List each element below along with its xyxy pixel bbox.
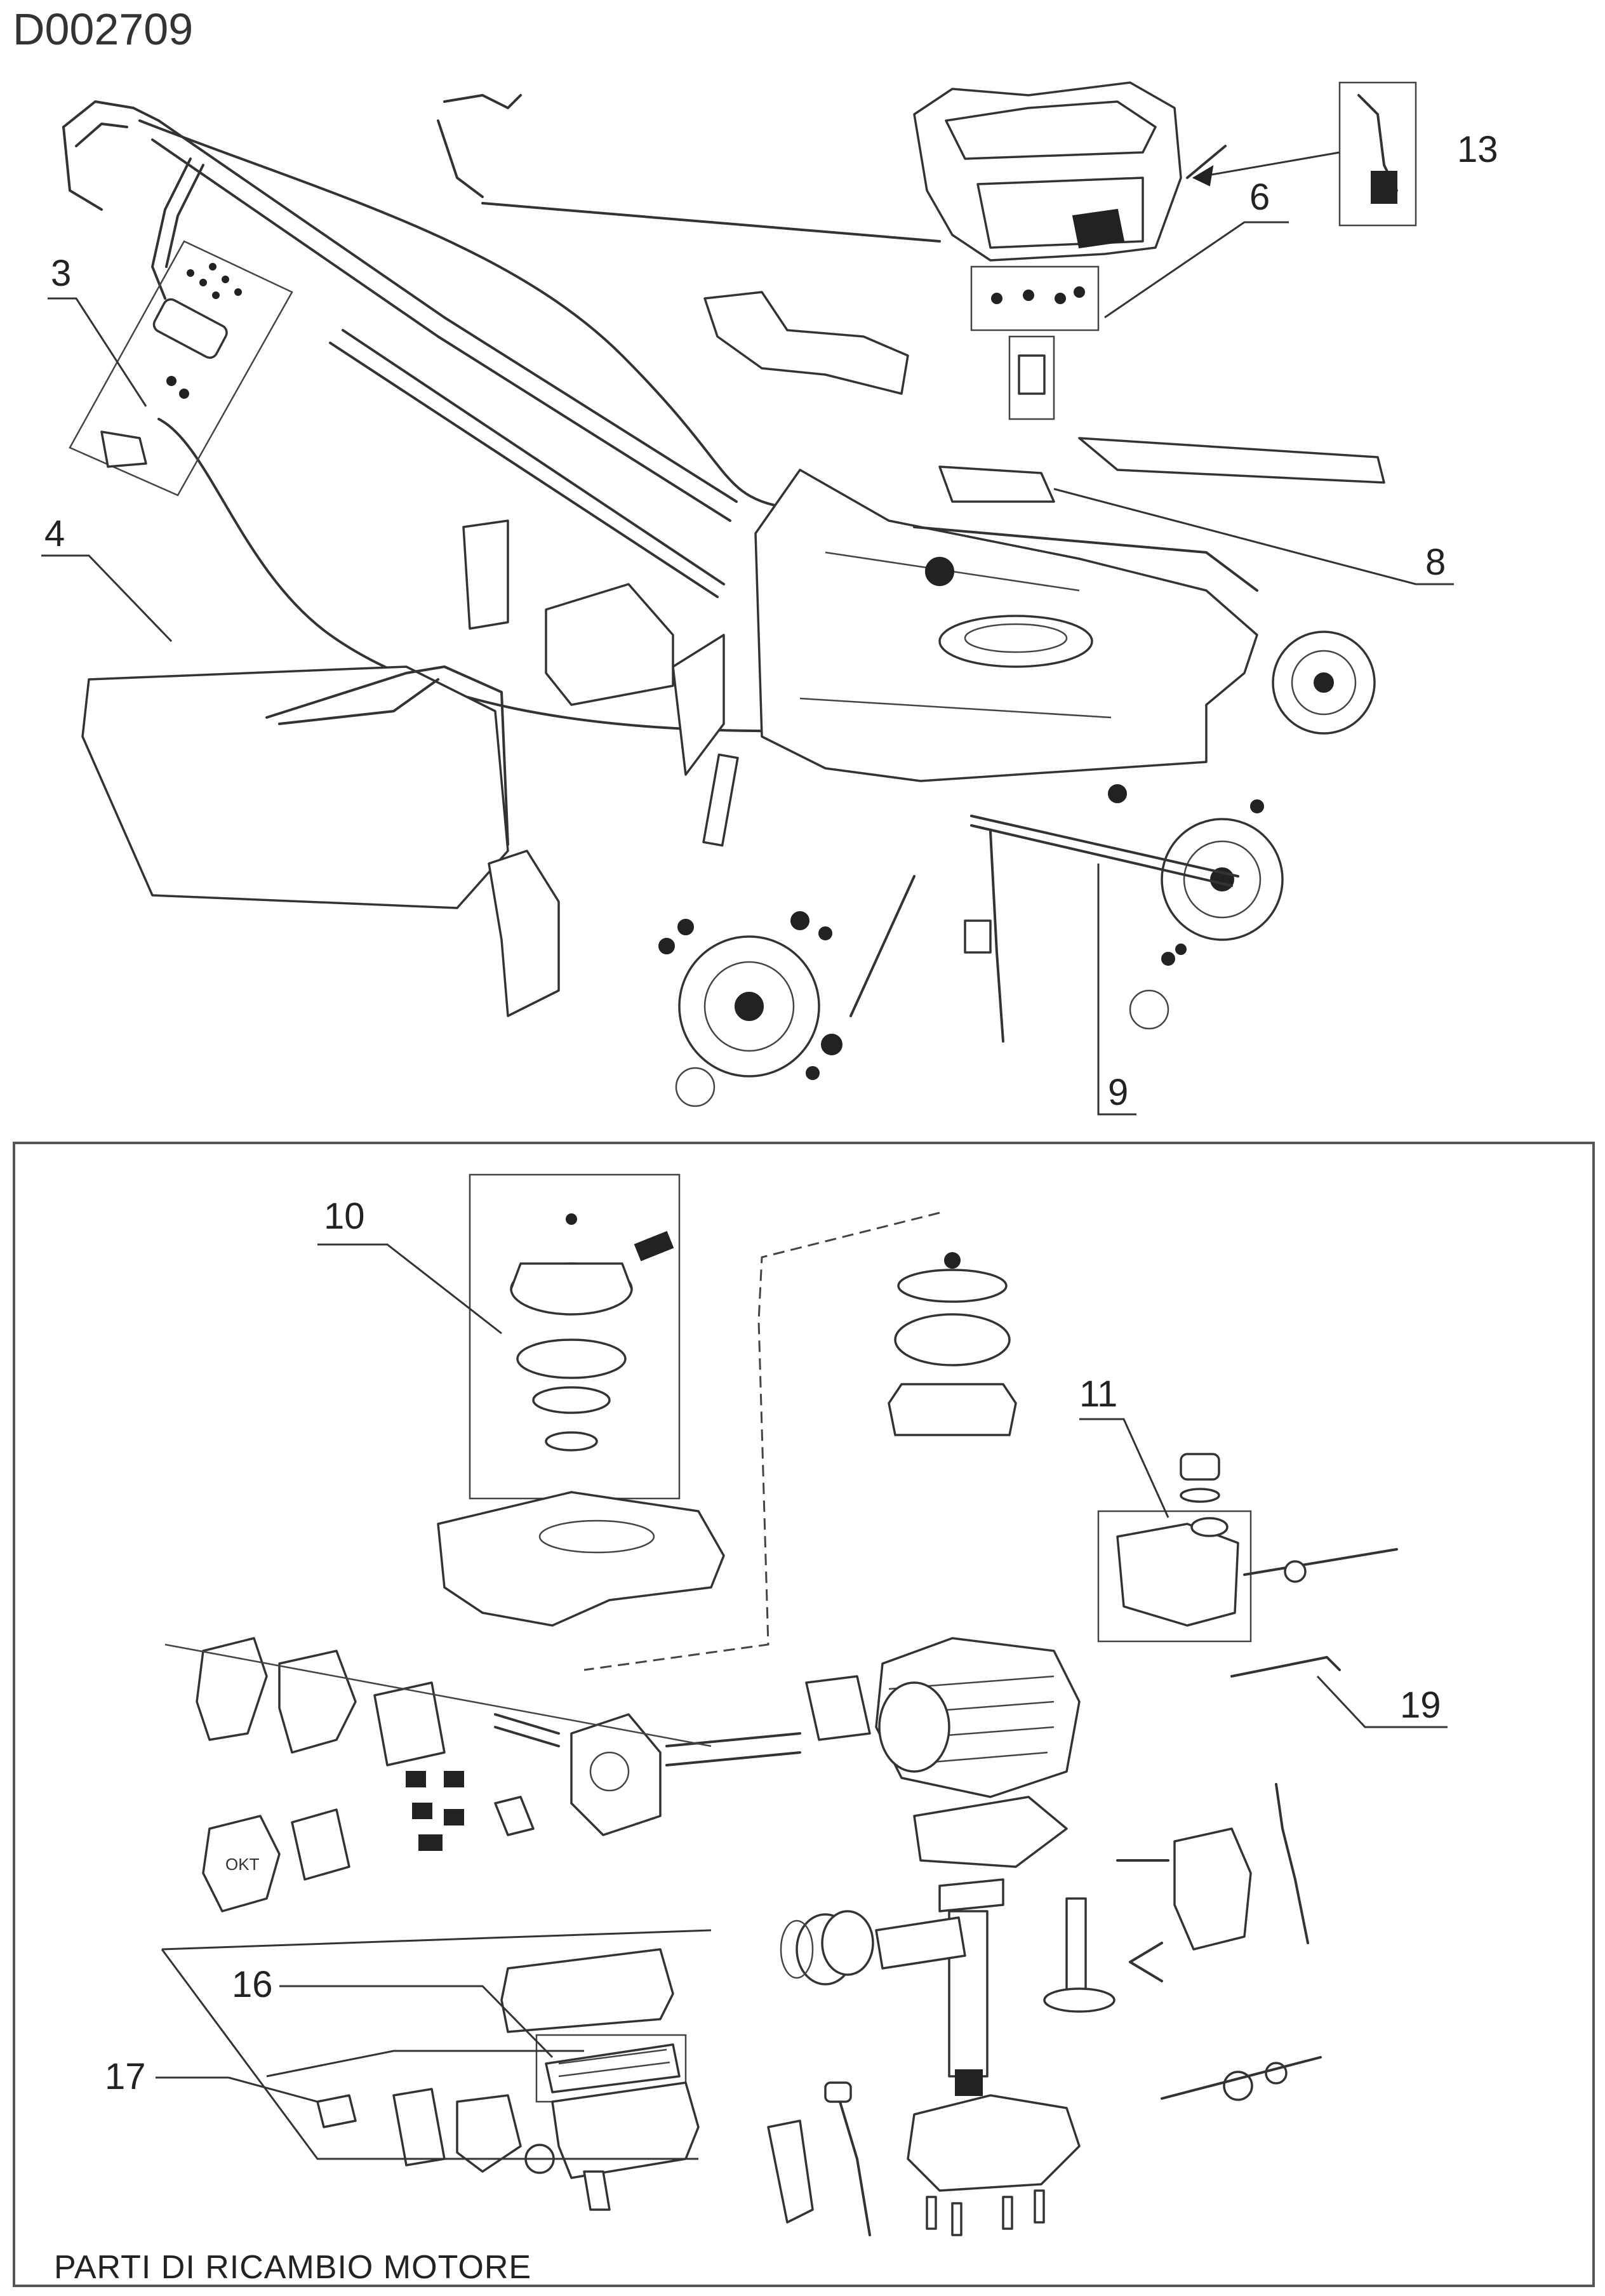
valve-cover-label: OKT [225,1855,260,1874]
cylinder-head [494,1713,801,1836]
callout-13: 13 [1457,129,1498,170]
tool-wrench [1230,1656,1341,1678]
oil-fill-tube [767,2119,814,2224]
front-axle [970,815,1239,878]
valve-springs [406,1771,535,1851]
callout-16: 16 [232,1964,273,2005]
fuel-tank-box [1097,1510,1252,1643]
front-wheel-right [1161,818,1284,941]
callout-11: 11 [1079,1373,1117,1415]
control-cable [138,119,789,509]
piston [780,1910,874,1986]
recoil-starter [510,1213,674,1452]
rear-flap [672,634,725,776]
callout-17: 17 [105,2056,146,2097]
callout-4: 4 [44,513,65,554]
callout-9: 9 [1108,1072,1128,1113]
mower-assembly: 3 4 13 6 8 9 [41,81,1498,1116]
control-panel-kit [69,240,293,497]
mower-deck [754,469,1258,782]
engine-parts-frame [13,1142,1595,2287]
crankcase-sump [907,2094,1081,2192]
drawing-code: D002709 [13,4,193,54]
muffler [164,1637,712,1766]
air-filter-element [545,2043,681,2093]
rear-label [462,519,509,630]
assembly-dashline [583,1211,940,1671]
drive-shaft [989,831,1004,1043]
sump-bolts [926,2189,1045,2236]
engine-exploded-view: OKT 10 11 [54,1173,1448,2286]
hubcap-right [1129,989,1169,1030]
air-filter-cover [500,1948,674,2033]
handle-bar [62,94,941,598]
height-adjust-lever [488,850,560,1017]
rear-guard [545,583,674,706]
fuel-cap [1180,1453,1220,1481]
blade-adapter [938,465,1055,503]
engine-shroud [437,1491,725,1627]
rear-wheel-right [1272,631,1376,735]
callout-10: 10 [324,1196,365,1237]
carburettor-kit [316,2081,700,2211]
callout-8: 8 [1425,542,1446,583]
callout-6: 6 [1249,177,1270,218]
flywheel-stack [888,1252,1017,1436]
engine-parts-caption: PARTI DI RICAMBIO MOTORE [54,2249,531,2286]
crankcase-gasket [913,1796,1068,1868]
grass-catcher [81,665,509,909]
small-hardware [658,753,1264,1080]
throttle-governor [1116,1783,1309,1982]
front-wheel-left [678,935,820,1078]
crankshaft [875,1878,1004,2096]
valve-cover: OKT [202,1808,350,1912]
side-flap [703,291,909,395]
engine-bolts-box [970,265,1100,331]
fuel-tank [1116,1453,1239,1627]
spark-plug-wire [1192,81,1417,227]
camshaft [1043,1897,1116,2013]
cylinder-block [805,1637,1081,1798]
hubcap-left [675,1067,716,1107]
callout-19: 19 [1400,1685,1441,1726]
callout-3: 3 [51,253,71,294]
cutting-blade [1078,437,1385,484]
engine-unit [913,81,1227,420]
brake-cable [157,418,827,733]
oil-dipstick [837,2094,871,2236]
governor-gear [1161,2056,1322,2101]
